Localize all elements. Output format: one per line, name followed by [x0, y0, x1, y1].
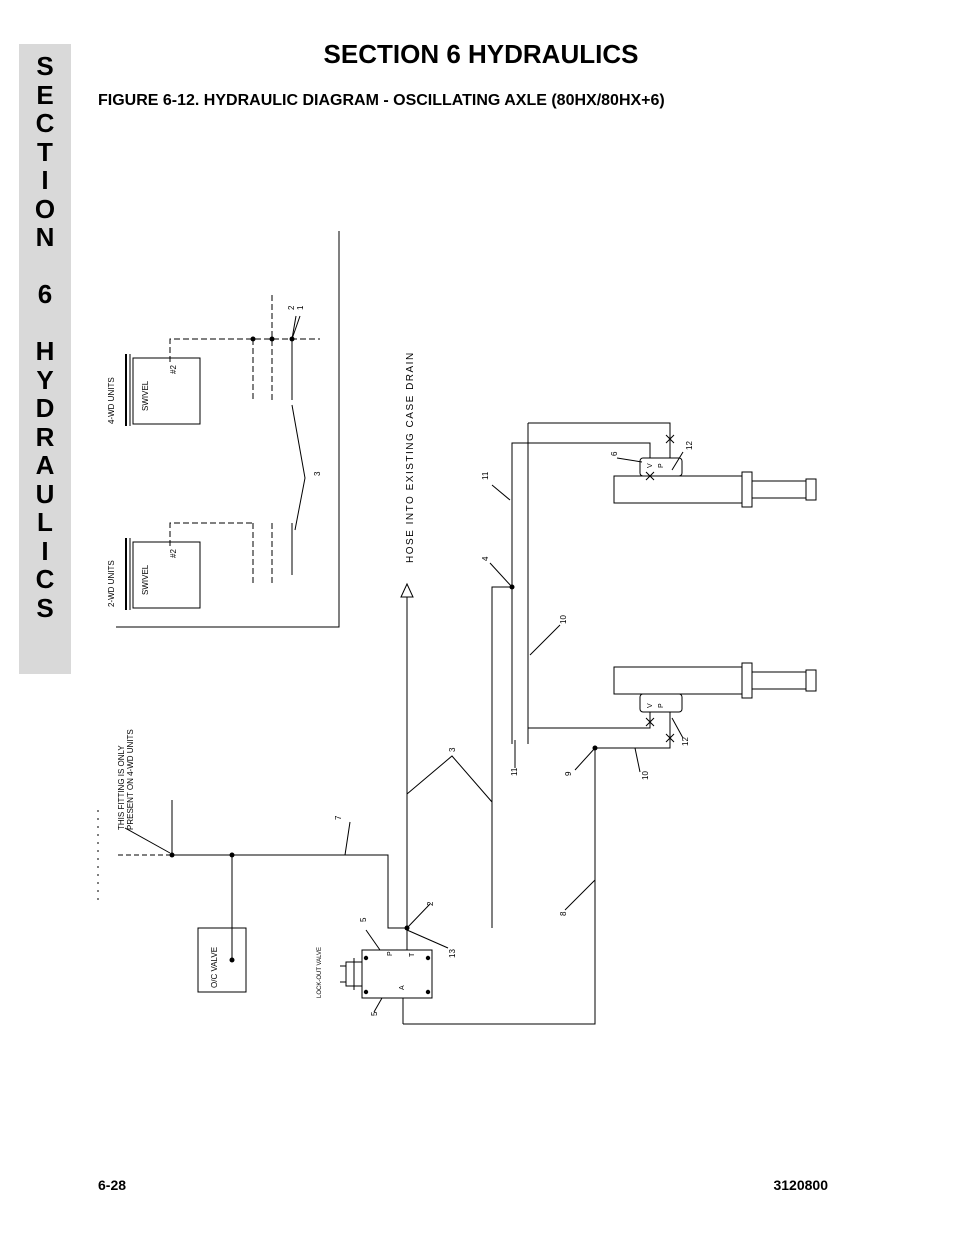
callout-11-upper: 11: [481, 471, 490, 480]
side-letter: H: [35, 336, 55, 366]
units-4wd-label: 4-WD UNITS: [107, 377, 116, 424]
document-number: 3120800: [773, 1177, 828, 1193]
junction-dot: [289, 336, 295, 342]
callout-2-swivel: 2: [287, 305, 296, 310]
lower-cylinder-block: [639, 693, 683, 713]
port-dot: [363, 955, 369, 961]
swivel-frame: [116, 231, 340, 628]
callout-13: 13: [448, 949, 457, 958]
units-2wd-label: 2-WD UNITS: [107, 560, 116, 607]
callout-2-hose: 2: [426, 901, 435, 906]
line-8: [403, 748, 596, 1025]
fitting-note-line2: PRESENT ON 4-WD UNITS: [126, 729, 135, 830]
side-letter: D: [35, 393, 55, 423]
lockout-port-a: A: [399, 985, 406, 990]
upper-cylinder-rod: [751, 480, 807, 499]
fitting-note-leader: [124, 827, 171, 854]
side-letter: T: [37, 136, 53, 167]
fitting-note-line1: THIS FITTING IS ONLY: [117, 745, 126, 830]
hose-arrowhead: [400, 582, 414, 598]
port-dot: [363, 989, 369, 995]
junction-dot: [229, 852, 235, 858]
oc-valve-label: O/C VALVE: [210, 947, 219, 988]
side-letter: R: [35, 421, 55, 452]
swivel-2wd-dashed-line: [169, 522, 253, 546]
junction-dot: [509, 584, 515, 590]
junction-dot: [229, 957, 235, 963]
side-letter: N: [35, 222, 55, 252]
callout-12-upper: 12: [685, 441, 694, 450]
side-letter: L: [37, 507, 53, 537]
side-letter: I: [41, 535, 49, 566]
junction-dot: [250, 336, 256, 342]
junction-dot: [169, 852, 175, 858]
callout-6: 6: [610, 451, 619, 456]
side-letter: U: [35, 478, 55, 509]
upper-port-p: P: [658, 463, 665, 468]
callout-9: 9: [564, 771, 573, 776]
junction-dot: [592, 745, 598, 751]
line-10: [527, 423, 651, 729]
lockout-valve-label: LOCK-OUT VALVE: [317, 947, 323, 998]
lower-cylinder-rod: [751, 671, 807, 690]
lockout-valve-body: [361, 949, 433, 999]
callout-8: 8: [559, 911, 568, 916]
junction-dot: [269, 336, 275, 342]
lockout-port-p: P: [387, 951, 394, 956]
figure-title: FIGURE 6-12. HYDRAULIC DIAGRAM - OSCILLA…: [98, 92, 665, 109]
side-letter: O: [34, 193, 56, 224]
side-letter: S: [36, 592, 54, 623]
line-4: [491, 586, 512, 928]
side-letter: 6: [37, 279, 53, 309]
page-number: 6-28: [98, 1177, 127, 1193]
lockout-port-t: T: [409, 952, 416, 957]
side-letter: C: [35, 108, 55, 138]
oc-valve-box: [197, 927, 247, 993]
upper-port-v: V: [647, 463, 654, 468]
swivel-4wd-label: SWIVEL: [141, 380, 150, 411]
callout-3-hose: 3: [448, 747, 457, 752]
junction-dot: [404, 925, 410, 931]
side-letter: C: [35, 564, 55, 594]
line-11-top: [528, 422, 671, 458]
port-dot: [425, 989, 431, 995]
line-11: [511, 442, 651, 728]
callout-1: 1: [296, 305, 305, 310]
side-letter: S: [36, 51, 54, 81]
swivel-4wd: [132, 357, 201, 425]
line-7: [172, 854, 407, 929]
callout-10-upper: 10: [559, 615, 568, 624]
hose-note: HOSE INTO EXISTING CASE DRAIN: [405, 351, 416, 563]
side-tab-letters: S E C T I O N 6 H Y D R A U L I C S: [19, 52, 71, 622]
callout-12-lower: 12: [681, 737, 690, 746]
lower-port-v: V: [647, 703, 654, 708]
callout-5-bottom: 5: [370, 1011, 379, 1016]
port-2-label-2wd: #2: [169, 549, 178, 558]
callout-5-top: 5: [359, 917, 368, 922]
section-side-tab: S E C T I O N 6 H Y D R A U L I C S: [19, 44, 71, 674]
swivel-2wd-label: SWIVEL: [141, 564, 150, 595]
side-letter: Y: [36, 364, 54, 395]
side-letter: I: [41, 165, 49, 195]
upper-cylinder-barrel: [613, 475, 743, 504]
callout-4: 4: [481, 556, 490, 561]
page-title: SECTION 6 HYDRAULICS: [323, 39, 639, 69]
callout-3-swivel: 3: [313, 471, 322, 476]
callout-11-lower: 11: [510, 767, 519, 776]
lower-cylinder-barrel: [613, 666, 743, 695]
line-10-lower: [595, 712, 671, 749]
callout-10-lower: 10: [641, 771, 650, 780]
lower-port-p: P: [658, 703, 665, 708]
swivel-2wd: [132, 541, 201, 609]
swivel-4wd-dashed-line: [169, 338, 320, 362]
side-letter: A: [35, 450, 55, 480]
port-dot: [425, 955, 431, 961]
side-letter: E: [36, 79, 54, 110]
callout-7: 7: [334, 815, 343, 820]
port-2-label-4wd: #2: [169, 365, 178, 374]
